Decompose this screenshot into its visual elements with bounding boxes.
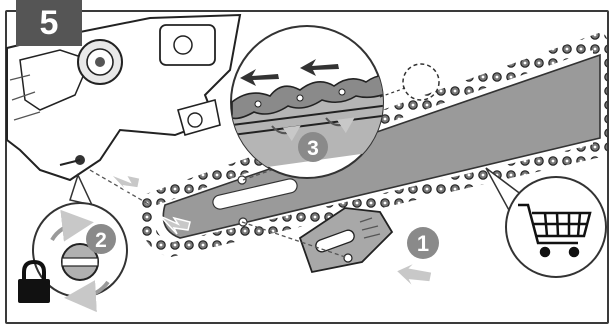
- detail-pointer: [403, 64, 439, 100]
- callout-1: 1: [407, 227, 439, 259]
- cart-magnifier: [486, 168, 606, 277]
- svg-text:3: 3: [307, 137, 319, 160]
- callout-2: 2: [86, 224, 116, 254]
- padlock-icon: [18, 262, 50, 303]
- step-number-badge: 5: [16, 0, 82, 46]
- callout-3: 3: [298, 132, 328, 162]
- svg-text:2: 2: [95, 229, 107, 252]
- svg-text:1: 1: [417, 231, 429, 256]
